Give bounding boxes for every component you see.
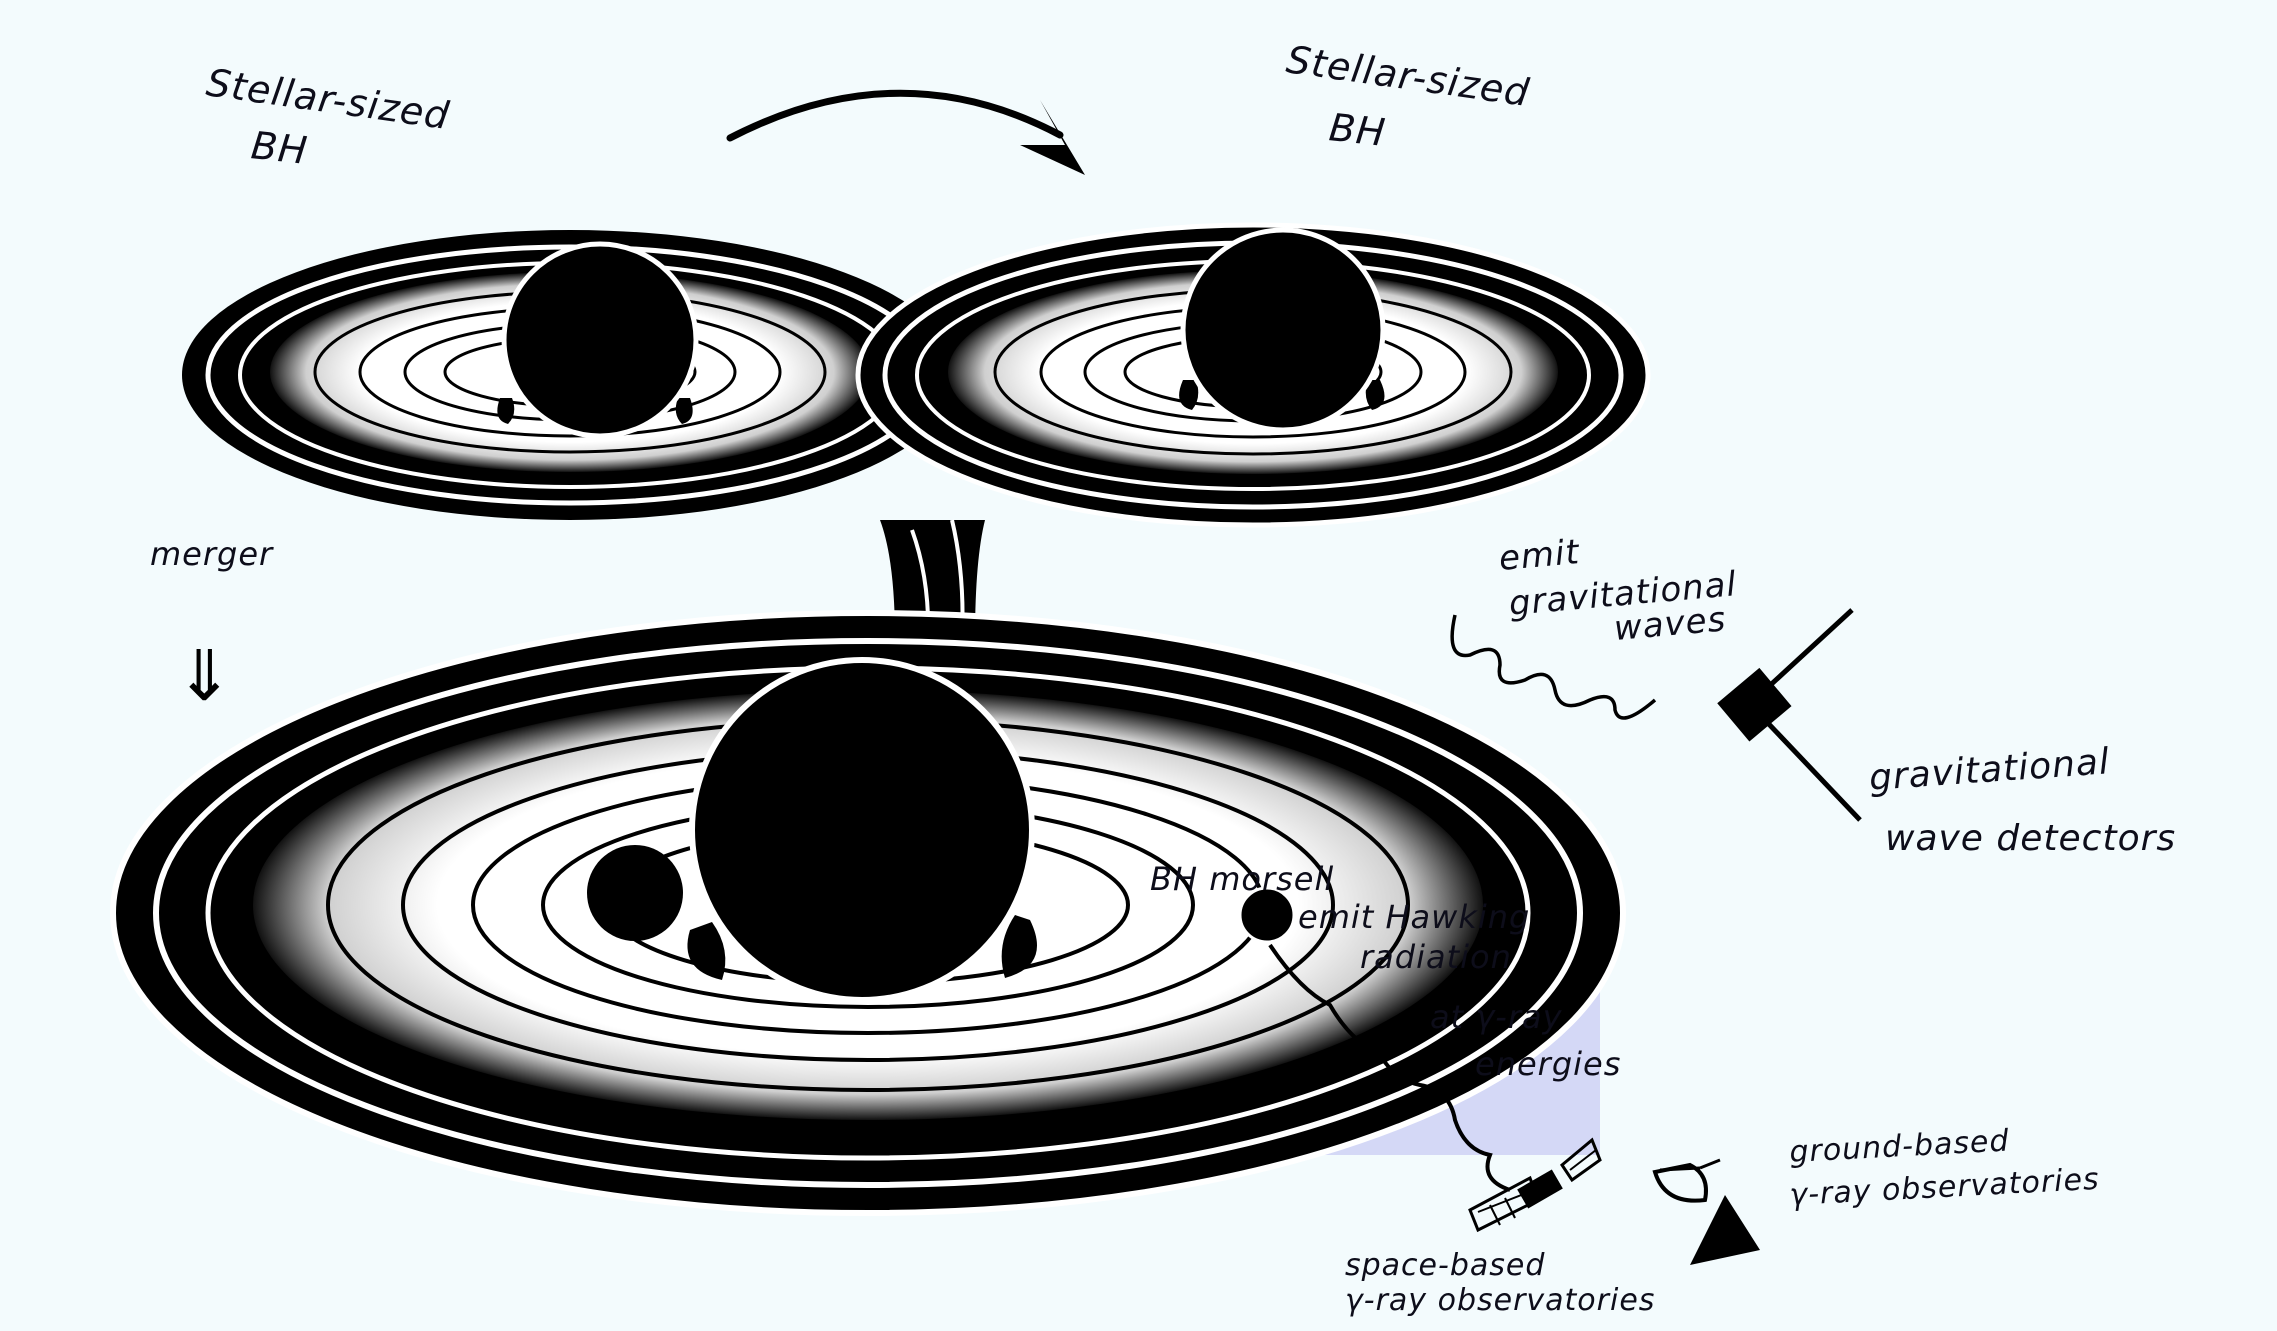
gravitational-wave-squiggle [1450,614,1657,720]
hawking-wave [1268,943,1511,1192]
left-stellar-bh-system [182,230,958,520]
space-obs-line2: γ-ray observatories [1345,1283,1655,1318]
space-obs-line1: space-based [1345,1248,1545,1283]
bh-morsel-label: BH morsell [1150,860,1334,898]
right-stellar-bh-system [855,222,1651,528]
ground-observatory-icon [1652,1158,1760,1265]
gw-detectors-line2: wave detectors [1885,818,2176,859]
gw-emit-line3: waves [1612,599,1727,649]
merger-label: merger [150,535,274,573]
hawking-line4: energies [1475,1045,1621,1083]
small-bh-companion [587,845,683,941]
bh-morsel [1238,886,1296,944]
curved-arrow [726,89,1085,175]
gw-detector-icon [1717,608,1862,822]
merged-bh [689,657,1035,1003]
space-observatory-icon [1468,1137,1602,1233]
merged-bh-system [110,610,1626,1216]
merger-arrow: ⇓ [175,635,234,717]
hawking-line1: emit Hawking [1298,898,1530,936]
right-bh [1180,227,1386,433]
left-bh-label-line2: BH [249,123,310,173]
gw-emit-line1: emit [1497,532,1582,579]
hawking-line2: radiation [1360,938,1512,976]
right-bh-label-line2: BH [1327,105,1388,155]
left-bh [501,241,699,439]
hawking-line3: at γ-ray [1430,998,1563,1036]
